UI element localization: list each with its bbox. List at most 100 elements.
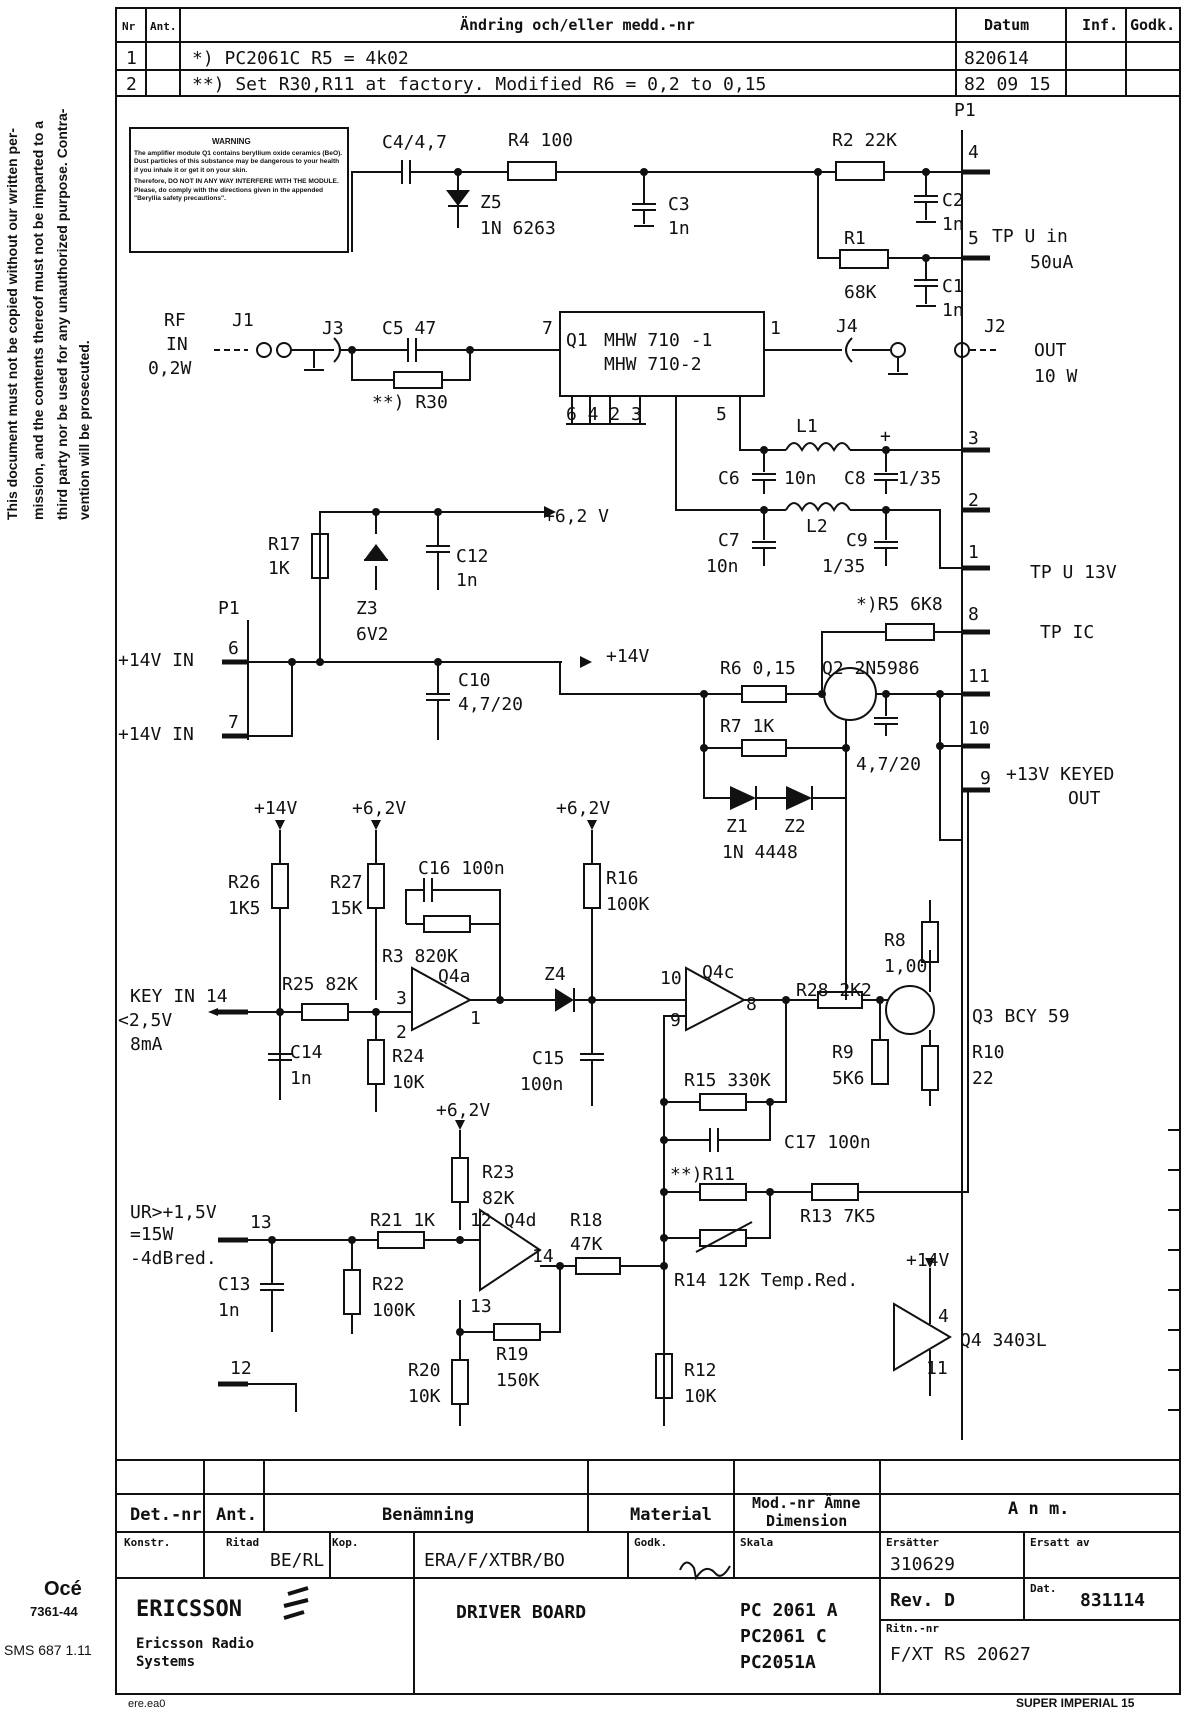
label-c10-value: 4,7/20 — [458, 694, 523, 715]
label-c7: C7 — [718, 530, 740, 551]
label-r6: R6 0,15 — [720, 658, 796, 679]
label-pin-2: 2 — [968, 490, 979, 511]
label-r20-value: 10K — [408, 1386, 441, 1407]
label-l1-plus: + — [880, 426, 891, 447]
tb-dat: Dat. — [1030, 1582, 1057, 1595]
label-pin-8: 8 — [968, 604, 979, 625]
label-14v-supply: +14V — [254, 798, 298, 819]
label-c14-value: 1n — [290, 1068, 312, 1089]
rev-row-2-nr: 2 — [126, 74, 137, 95]
tb-department: ERA/F/XTBR/BO — [424, 1550, 565, 1571]
label-14v-in-2: +14V IN — [118, 724, 194, 745]
label-ur-power: =15W — [130, 1224, 174, 1245]
label-r24: R24 — [392, 1046, 425, 1067]
label-c15: C15 — [532, 1048, 565, 1069]
approval-signature — [679, 1561, 731, 1581]
tb-ritad-value: BE/RL — [270, 1550, 324, 1571]
label-r24-value: 10K — [392, 1072, 425, 1093]
label-key-in: KEY IN 14 — [130, 986, 228, 1007]
label-c6-value: 10n — [784, 468, 817, 489]
label-q1-type-1: MHW 710 -1 — [604, 330, 712, 351]
label-r22: R22 — [372, 1274, 405, 1295]
label-c5: C5 47 — [382, 318, 436, 339]
tb-date-value: 831114 — [1080, 1590, 1145, 1611]
label-q4-pin-11: 11 — [926, 1358, 948, 1379]
label-l2: L2 — [806, 516, 828, 537]
label-q4a-pin-3: 3 — [396, 988, 407, 1009]
label-q4a-pin-1: 1 — [470, 1008, 481, 1029]
label-rf-in: IN — [166, 334, 188, 355]
label-r12: R12 — [684, 1360, 717, 1381]
label-c6: C6 — [718, 468, 740, 489]
label-key-voltage: <2,5V — [118, 1010, 172, 1031]
label-r23-value: 82K — [482, 1188, 515, 1209]
label-pin-3: 3 — [968, 428, 979, 449]
label-r27: R27 — [330, 872, 363, 893]
label-q4d-pin-12: 12 — [470, 1210, 492, 1231]
label-j3: J3 — [322, 318, 344, 339]
label-r13: R13 7K5 — [800, 1206, 876, 1227]
tb-kop: Kop. — [332, 1536, 359, 1549]
label-r16: R16 — [606, 868, 639, 889]
label-q4a-pin-2: 2 — [396, 1022, 407, 1043]
label-6v2-supply-1: +6,2V — [352, 798, 406, 819]
rev-row-1-date: 820614 — [964, 48, 1029, 69]
label-r1-value: 68K — [844, 282, 877, 303]
rev-header-date: Datum — [984, 16, 1029, 34]
label-key-current: 8mA — [130, 1034, 163, 1055]
tb-drawing-number: F/XT RS 20627 — [890, 1644, 1031, 1665]
label-pin-5: 5 — [968, 228, 979, 249]
rev-header-nr: Nr — [122, 20, 136, 33]
label-r10-value: 22 — [972, 1068, 994, 1089]
warning-paragraph-2: Therefore, DO NOT IN ANY WAY INTERFERE W… — [134, 178, 339, 203]
label-q1: Q1 — [566, 330, 588, 351]
label-r3: R3 820K — [382, 946, 458, 967]
label-q2: Q2 2N5986 — [822, 658, 920, 679]
label-r20: R20 — [408, 1360, 441, 1381]
bottom-left-code: ere.ea0 — [128, 1698, 166, 1710]
label-tp-u-current: 50uA — [1030, 252, 1074, 273]
rev-header-godk: Godk. — [1130, 16, 1175, 34]
label-pin-13: 13 — [250, 1212, 272, 1233]
label-r2: R2 22K — [832, 130, 897, 151]
label-c16: C16 100n — [418, 858, 505, 879]
sms-code: SMS 687 1.11 — [4, 1642, 92, 1658]
tb-skala: Skala — [740, 1536, 773, 1549]
label-q4d: Q4d — [504, 1210, 537, 1231]
label-q1-pin-5: 5 — [716, 404, 727, 425]
label-r14: R14 12K Temp.Red. — [674, 1270, 858, 1291]
label-r23: R23 — [482, 1162, 515, 1183]
rev-row-2-date: 82 09 15 — [964, 74, 1051, 95]
label-out: OUT — [1034, 340, 1067, 361]
label-j1: J1 — [232, 310, 254, 331]
tb-konstr: Konstr. — [124, 1536, 170, 1549]
ericsson-logo-icon — [283, 1586, 309, 1620]
label-p1-left: P1 — [218, 598, 240, 619]
label-c10: C10 — [458, 670, 491, 691]
label-c3: C3 — [668, 194, 690, 215]
label-c2: C2 — [942, 190, 964, 211]
label-r22-value: 100K — [372, 1300, 416, 1321]
label-p1-top: P1 — [954, 100, 976, 121]
label-c17: C17 100n — [784, 1132, 871, 1153]
label-c13: C13 — [218, 1274, 251, 1295]
warning-title: WARNING — [212, 137, 251, 146]
label-pin-4: 4 — [968, 142, 979, 163]
label-c8-value: 1/35 — [898, 468, 941, 489]
label-tp-ic: TP IC — [1040, 622, 1094, 643]
label-pin-11: 11 — [968, 666, 990, 687]
label-r19: R19 — [496, 1344, 529, 1365]
label-r8: R8 — [884, 930, 906, 951]
label-q1-type-2: MHW 710-2 — [604, 354, 702, 375]
label-z1-type: 1N 4448 — [722, 842, 798, 863]
tb-title: DRIVER BOARD — [456, 1602, 586, 1623]
label-pin-1: 1 — [770, 318, 781, 339]
label-r12-value: 10K — [684, 1386, 717, 1407]
label-r9: R9 — [832, 1042, 854, 1063]
label-c15-value: 100n — [520, 1074, 563, 1095]
label-pin-7b: 7 — [228, 712, 239, 733]
label-z5-type: 1N 6263 — [480, 218, 556, 239]
label-r15: R15 330K — [684, 1070, 771, 1091]
label-out-power: 10 W — [1034, 366, 1078, 387]
